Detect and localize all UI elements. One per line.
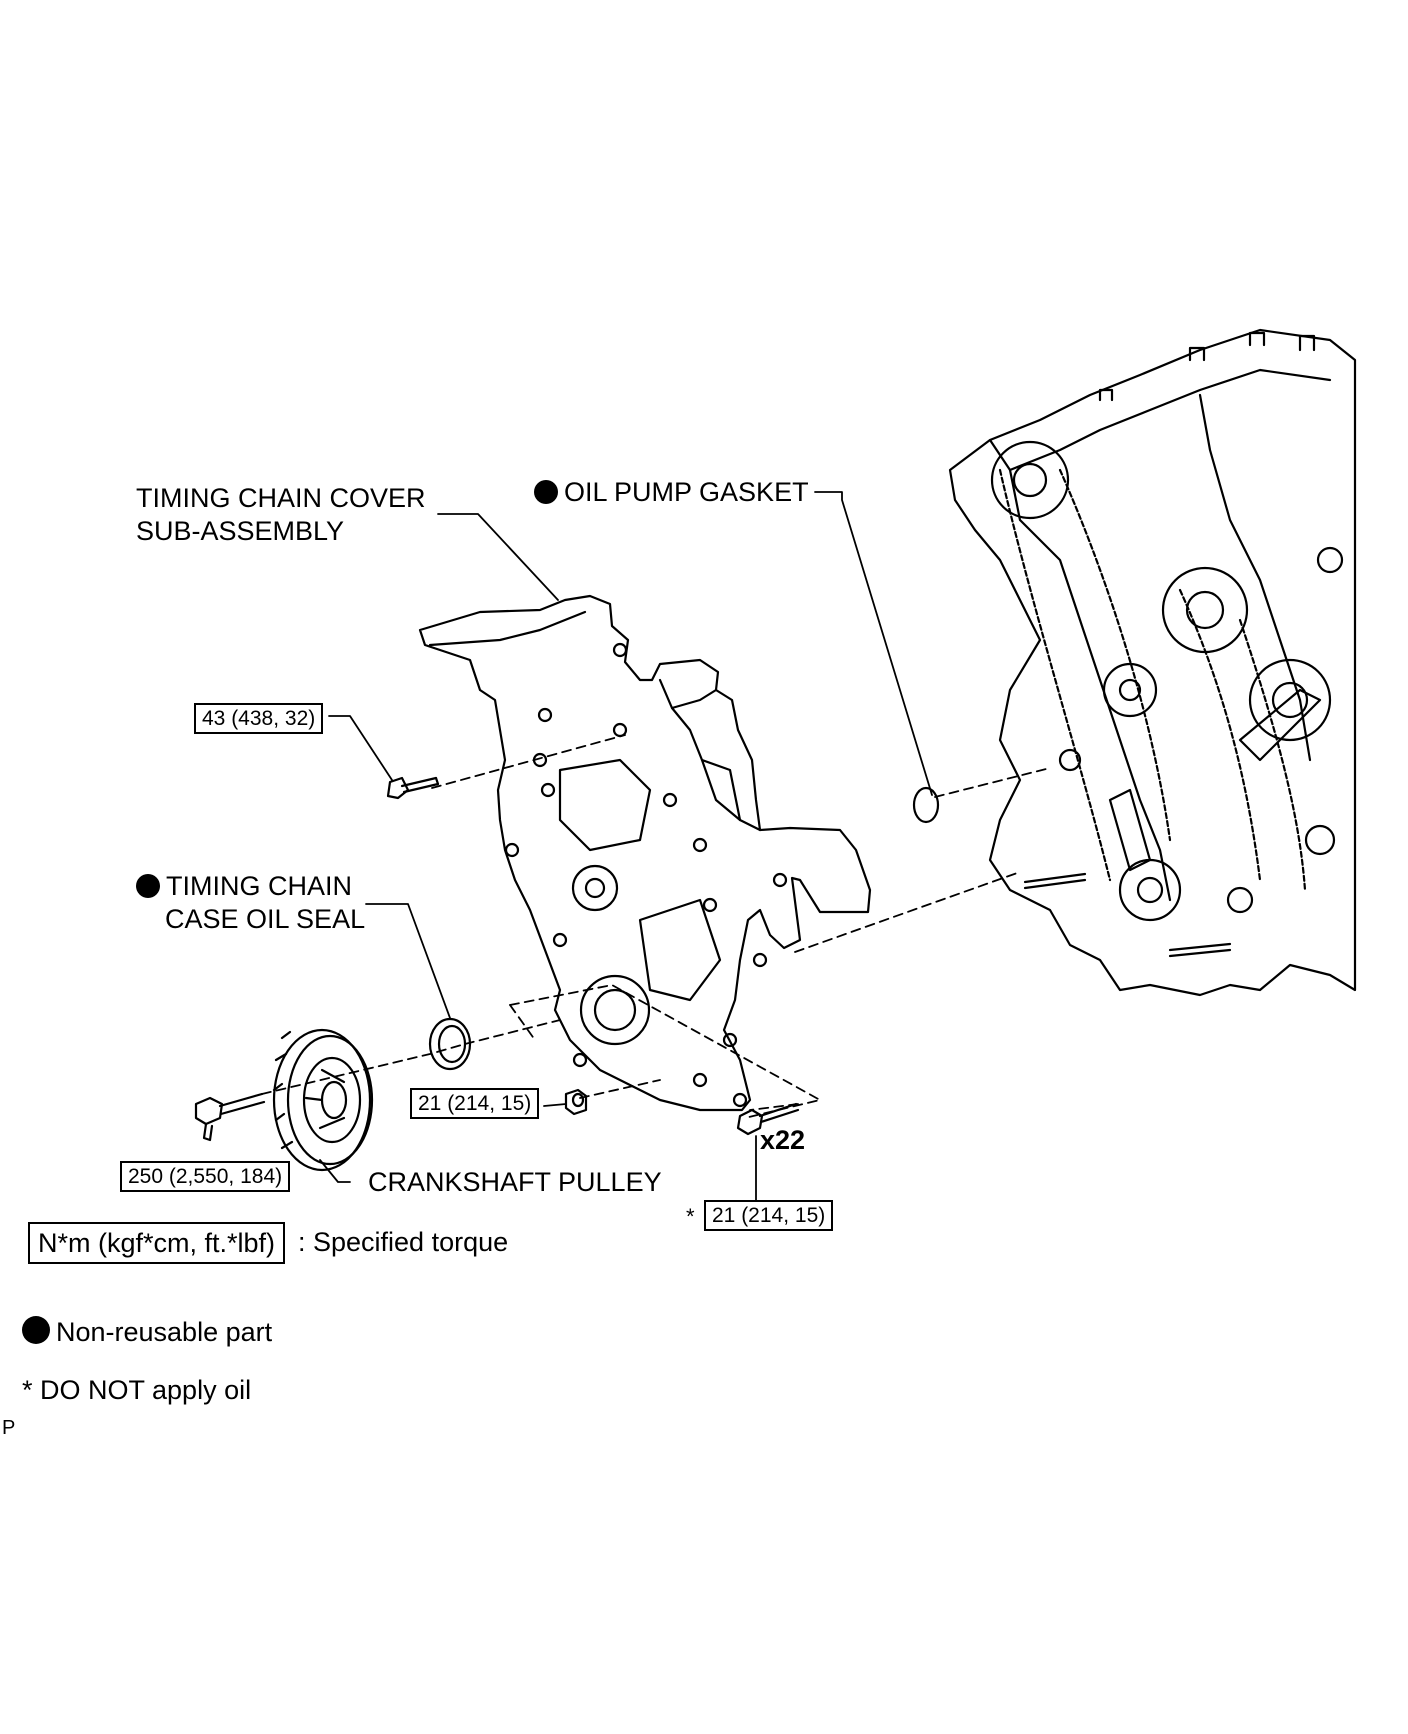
non-reusable-legend: Non-reusable part bbox=[22, 1316, 272, 1349]
non-reusable-legend-icon bbox=[22, 1316, 50, 1344]
non-reusable-marker-icon bbox=[534, 480, 558, 504]
cover-bolt-x22 bbox=[736, 1102, 800, 1136]
pulley-bolt-torque-box: 250 (2,550, 184) bbox=[120, 1161, 291, 1192]
crankshaft-pulley-label: CRANKSHAFT PULLEY bbox=[368, 1167, 662, 1197]
figure-code: P bbox=[2, 1417, 16, 1439]
torque-legend-text: : Specified torque bbox=[298, 1227, 509, 1257]
timing-chain-cover-line1: TIMING CHAIN COVER bbox=[136, 483, 426, 513]
oil-seal-line1: TIMING CHAIN bbox=[166, 871, 352, 901]
nut-torque-box: 21 (214, 15) bbox=[410, 1088, 540, 1119]
pulley-bolt bbox=[194, 1092, 266, 1142]
no-oil-asterisk: * bbox=[686, 1204, 695, 1229]
timing-chain-case-oil-seal bbox=[428, 1017, 472, 1071]
oil-pump-gasket-label: OIL PUMP GASKET bbox=[534, 476, 809, 509]
non-reusable-marker-icon bbox=[136, 874, 160, 898]
oil-seal-label: TIMING CHAIN CASE OIL SEAL bbox=[136, 870, 365, 936]
cover-bolts-x22-torque-box: 21 (214, 15) bbox=[704, 1200, 834, 1231]
engine-block bbox=[948, 328, 1357, 997]
timing-chain-cover-line2: SUB-ASSEMBLY bbox=[136, 516, 345, 546]
non-reusable-legend-text: Non-reusable part bbox=[56, 1317, 273, 1347]
quantity-label: x22 bbox=[760, 1125, 806, 1155]
cover-bolt-torque-box: 43 (438, 32) bbox=[194, 703, 324, 734]
leader-lines bbox=[319, 491, 933, 1201]
oil-seal-line2: CASE OIL SEAL bbox=[165, 904, 366, 934]
oil-pump-gasket-text: OIL PUMP GASKET bbox=[564, 477, 809, 507]
timing-chain-cover bbox=[418, 594, 872, 1112]
oil-pump-gasket-ring bbox=[912, 786, 940, 824]
torque-legend-box: N*m (kgf*cm, ft.*lbf) bbox=[28, 1222, 286, 1264]
timing-chain-cover-label: TIMING CHAIN COVER SUB-ASSEMBLY bbox=[136, 482, 426, 548]
crankshaft-pulley bbox=[272, 1028, 374, 1172]
cover-nut bbox=[564, 1088, 588, 1116]
cover-bolt bbox=[386, 776, 440, 800]
no-oil-legend: * DO NOT apply oil bbox=[22, 1375, 252, 1405]
